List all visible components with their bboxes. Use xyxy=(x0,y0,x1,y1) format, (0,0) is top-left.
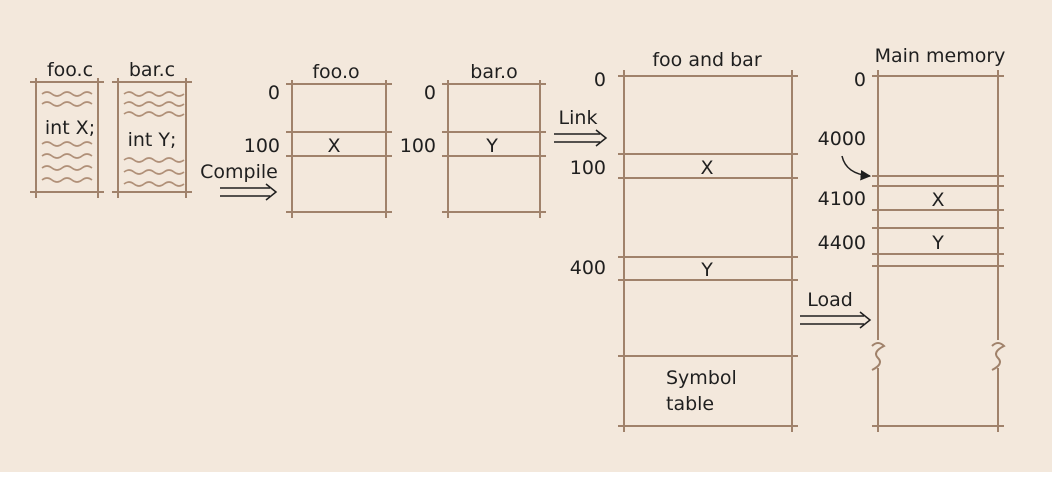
foo-o-address-0: 0 xyxy=(268,82,280,104)
memory-break-marks xyxy=(871,342,1006,371)
load-label: Load xyxy=(807,289,853,311)
linked-address-400: 400 xyxy=(570,257,606,279)
relocation-base-arrow xyxy=(841,155,872,181)
foo-c-code: int X; xyxy=(45,117,95,139)
symbol-table-line-2: table xyxy=(666,393,714,415)
memory-address-4000: 4000 xyxy=(818,128,866,150)
compile-arrow xyxy=(220,183,278,201)
foo-o-address-100: 100 xyxy=(244,135,280,157)
compile-label: Compile xyxy=(200,161,278,183)
foo-o-filename: foo.o xyxy=(312,61,359,83)
linked-var-y: Y xyxy=(700,259,713,281)
foo-o-var-x: X xyxy=(327,135,340,157)
linked-address-0: 0 xyxy=(594,69,606,91)
bar-c-filename: bar.c xyxy=(129,59,175,81)
load-arrow xyxy=(800,311,872,329)
foo-c-code-squiggles xyxy=(41,91,93,183)
memory-title: Main memory xyxy=(875,45,1006,67)
linked-address-100: 100 xyxy=(570,157,606,179)
link-label: Link xyxy=(559,107,598,129)
linked-filename: foo and bar xyxy=(652,49,761,71)
bar-o-address-0: 0 xyxy=(424,82,436,104)
main-memory-box xyxy=(872,70,1004,432)
memory-var-y: Y xyxy=(931,232,944,254)
bar-o-var-y: Y xyxy=(485,135,498,157)
bar-o-address-100: 100 xyxy=(400,135,436,157)
memory-var-x: X xyxy=(931,189,944,211)
link-arrow xyxy=(554,129,608,147)
bar-o-object-box xyxy=(442,80,546,218)
bar-c-code: int Y; xyxy=(128,129,177,151)
foo-c-filename: foo.c xyxy=(47,59,93,81)
bar-c-code-squiggles xyxy=(123,91,185,187)
symbol-table-line-1: Symbol xyxy=(666,367,737,389)
memory-address-4400: 4400 xyxy=(818,232,866,254)
foo-o-object-box xyxy=(286,80,392,218)
bar-c-source-box xyxy=(112,78,192,198)
memory-address-4100: 4100 xyxy=(818,188,866,210)
bar-o-filename: bar.o xyxy=(470,61,517,83)
linked-executable-box xyxy=(618,70,798,432)
memory-address-0: 0 xyxy=(854,69,866,91)
linked-var-x: X xyxy=(700,157,713,179)
foo-c-source-box xyxy=(30,78,104,198)
